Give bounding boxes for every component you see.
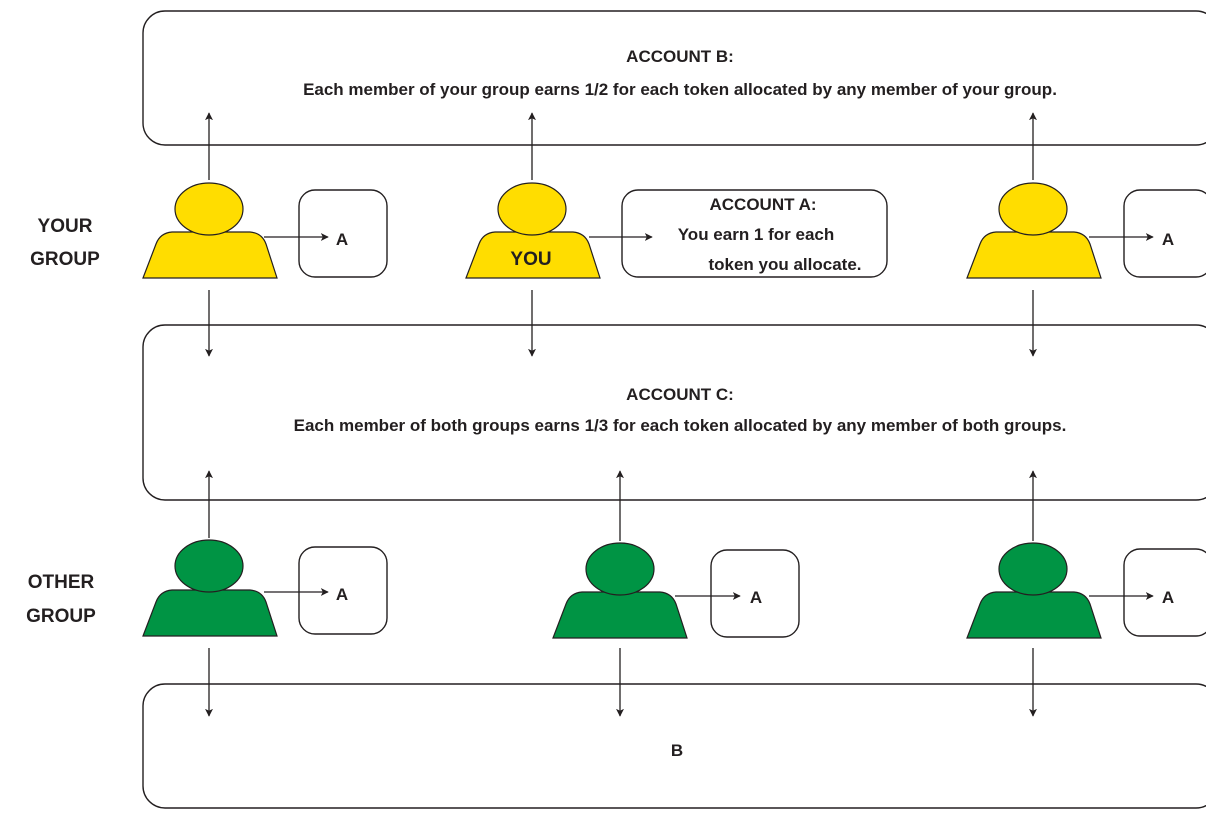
account-a-label: A [1162,588,1174,607]
other-group-person-3 [966,542,1102,639]
account-a-frame [1123,548,1206,637]
account-a-frame [1123,189,1206,278]
person-body [552,591,688,639]
your-group-label-line2: GROUP [30,249,100,270]
account-a-box-your-1: A [298,189,388,278]
account-a-frame [298,546,388,635]
account-b-box: ACCOUNT B: Each member of your group ear… [142,10,1206,146]
account-b-frame [142,10,1206,146]
other-group-person-2 [552,542,688,639]
your-group-person-you: YOU [465,182,601,279]
account-b-text: Each member of your group earns 1/2 for … [303,80,1057,99]
account-a-you-line1: You earn 1 for each [678,225,835,244]
person-head [174,539,244,593]
account-a-frame [621,189,888,278]
account-a-label: A [336,230,348,249]
account-c-frame [142,324,1206,501]
account-a-box-other-3: A [1123,548,1206,637]
account-a-label: A [1162,230,1174,249]
account-a-you-line2: token you allocate. [708,255,861,274]
account-a-frame [710,549,800,638]
account-a-box-other-1: A [298,546,388,635]
person-body [966,591,1102,639]
person-body [465,231,601,279]
account-a-label: A [336,585,348,604]
your-group-label-line1: YOUR [38,216,93,237]
bottom-b-box: B [142,683,1206,809]
bottom-b-label: B [671,741,683,760]
account-a-frame [298,189,388,278]
other-group-label: OTHER GROUP [26,572,96,627]
other-group-label-line2: GROUP [26,606,96,627]
account-b-title: ACCOUNT B: [626,47,734,66]
person-head [998,182,1068,236]
account-c-text: Each member of both groups earns 1/3 for… [294,416,1067,435]
person-body [142,231,278,279]
your-group-person-3 [966,182,1102,279]
you-label: YOU [510,249,551,270]
account-c-box: ACCOUNT C: Each member of both groups ea… [142,324,1206,501]
account-a-box-your-3: A [1123,189,1206,278]
your-group-person-1 [142,182,278,279]
bottom-b-frame [142,683,1206,809]
person-head [585,542,655,596]
account-a-label: A [750,588,762,607]
account-a-you-title: ACCOUNT A: [709,195,816,214]
other-group-label-line1: OTHER [28,572,95,593]
person-body [142,589,278,637]
person-head [998,542,1068,596]
account-a-box-other-2: A [710,549,800,638]
your-group-label: YOUR GROUP [30,216,100,270]
person-body [966,231,1102,279]
person-head [497,182,567,236]
person-head [174,182,244,236]
other-group-person-1 [142,539,278,637]
account-c-title: ACCOUNT C: [626,385,734,404]
account-a-box-you: ACCOUNT A: You earn 1 for each token you… [621,189,888,278]
